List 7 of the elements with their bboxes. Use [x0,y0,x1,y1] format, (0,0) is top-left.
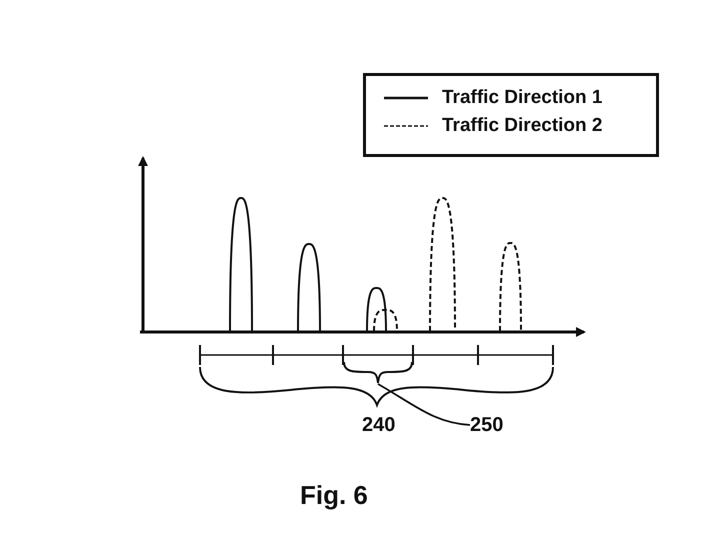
callout-number: 250 [470,412,504,438]
leader-line [378,383,470,426]
legend-label: Traffic Direction 1 [442,87,602,109]
callout-number: 240 [362,413,396,438]
figure-caption: Fig. 6 [300,480,368,511]
legend-label: Traffic Direction 2 [442,115,602,137]
brace [343,362,413,384]
